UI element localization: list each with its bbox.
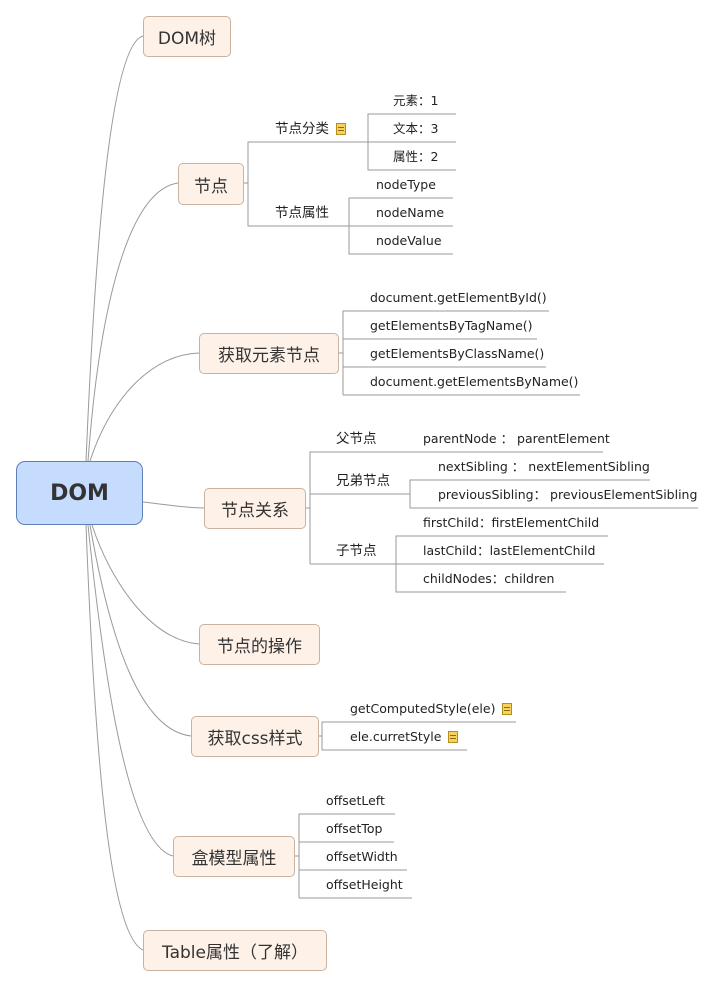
connector-node-category [244,141,270,184]
note-icon[interactable] [502,703,513,715]
connector-css [89,524,192,737]
subnode-attributes[interactable]: 节点属性 [275,205,329,221]
node-table-label: Table属性（了解） [162,943,308,963]
leaf-category-text[interactable]: 文本：3 [393,121,439,136]
subnode-parent-label: 父节点 [336,431,377,447]
leaf-childnodes[interactable]: childNodes：children [423,571,555,586]
node-css-label: 获取css样式 [207,729,303,749]
node-relation[interactable]: 节点关系 [204,488,306,529]
connector-get-element [89,352,200,462]
subnode-category[interactable]: 节点分类 [275,121,346,137]
connector-node-attr [247,183,270,227]
root-node[interactable]: DOM [16,461,143,525]
leaf-getelementsbytagname[interactable]: getElementsByTagName() [370,318,533,333]
leaf-lastchild[interactable]: lastChild：lastElementChild [423,543,596,558]
leaf-getelementsbyclassname[interactable]: getElementsByClassName() [370,346,545,361]
node-node-label: 节点 [194,176,228,197]
connector-operation [91,524,200,645]
node-dom-tree[interactable]: DOM树 [143,16,231,57]
node-dom-tree-label: DOM树 [157,29,217,49]
leaf-offsetleft[interactable]: offsetLeft [326,793,385,808]
leaf-nodevalue[interactable]: nodeValue [376,233,442,248]
node-box-model[interactable]: 盒模型属性 [173,836,295,877]
note-icon[interactable] [336,123,346,135]
leaf-category-attr[interactable]: 属性：2 [393,149,439,164]
leaf-getcomputedstyle[interactable]: getComputedStyle(ele) [350,701,513,717]
leaf-getelementbyid[interactable]: document.getElementById() [370,290,547,305]
subnode-sibling[interactable]: 兄弟节点 [336,473,390,489]
leaf-nodename[interactable]: nodeName [376,205,445,220]
subnode-parent[interactable]: 父节点 [336,431,377,447]
subnode-child[interactable]: 子节点 [336,543,377,559]
leaf-offsettop[interactable]: offsetTop [326,821,383,836]
node-get-element[interactable]: 获取元素节点 [199,333,339,374]
node-css[interactable]: 获取css样式 [191,716,319,757]
connector-dom-tree [85,35,144,462]
leaf-nextsibling[interactable]: nextSibling ： nextElementSibling [438,459,650,474]
connector-table [85,524,144,951]
leaf-curretstyle-label: ele.curretStyle [350,729,442,744]
subnode-sibling-label: 兄弟节点 [336,473,390,489]
leaf-curretstyle[interactable]: ele.curretStyle [350,729,459,745]
subnode-child-label: 子节点 [336,543,377,559]
leaf-getelementsbyname[interactable]: document.getElementsByName() [370,374,579,389]
leaf-category-element[interactable]: 元素：1 [393,93,439,108]
leaf-parentnode[interactable]: parentNode ： parentElement [423,431,610,446]
connector-relation [142,501,205,509]
leaf-firstchild[interactable]: firstChild：firstElementChild [423,515,600,530]
leaf-previoussibling[interactable]: previousSibling： previousElementSibling [438,487,698,502]
leaf-getcomputedstyle-label: getComputedStyle(ele) [350,701,496,716]
subnode-category-label: 节点分类 [275,121,329,137]
node-node[interactable]: 节点 [178,163,244,205]
connector-node [87,182,179,462]
note-icon[interactable] [448,731,459,743]
node-relation-label: 节点关系 [221,501,289,521]
root-label: DOM [50,480,109,506]
leaf-nodetype[interactable]: nodeType [376,177,436,192]
connector-box [87,524,174,857]
node-table[interactable]: Table属性（了解） [143,930,327,971]
leaf-offsetheight[interactable]: offsetHeight [326,877,403,892]
leaf-offsetwidth[interactable]: offsetWidth [326,849,398,864]
node-get-element-label: 获取元素节点 [218,346,320,366]
node-operation[interactable]: 节点的操作 [199,624,320,665]
node-box-model-label: 盒模型属性 [191,849,277,869]
node-operation-label: 节点的操作 [217,637,302,657]
subnode-attributes-label: 节点属性 [275,205,329,221]
